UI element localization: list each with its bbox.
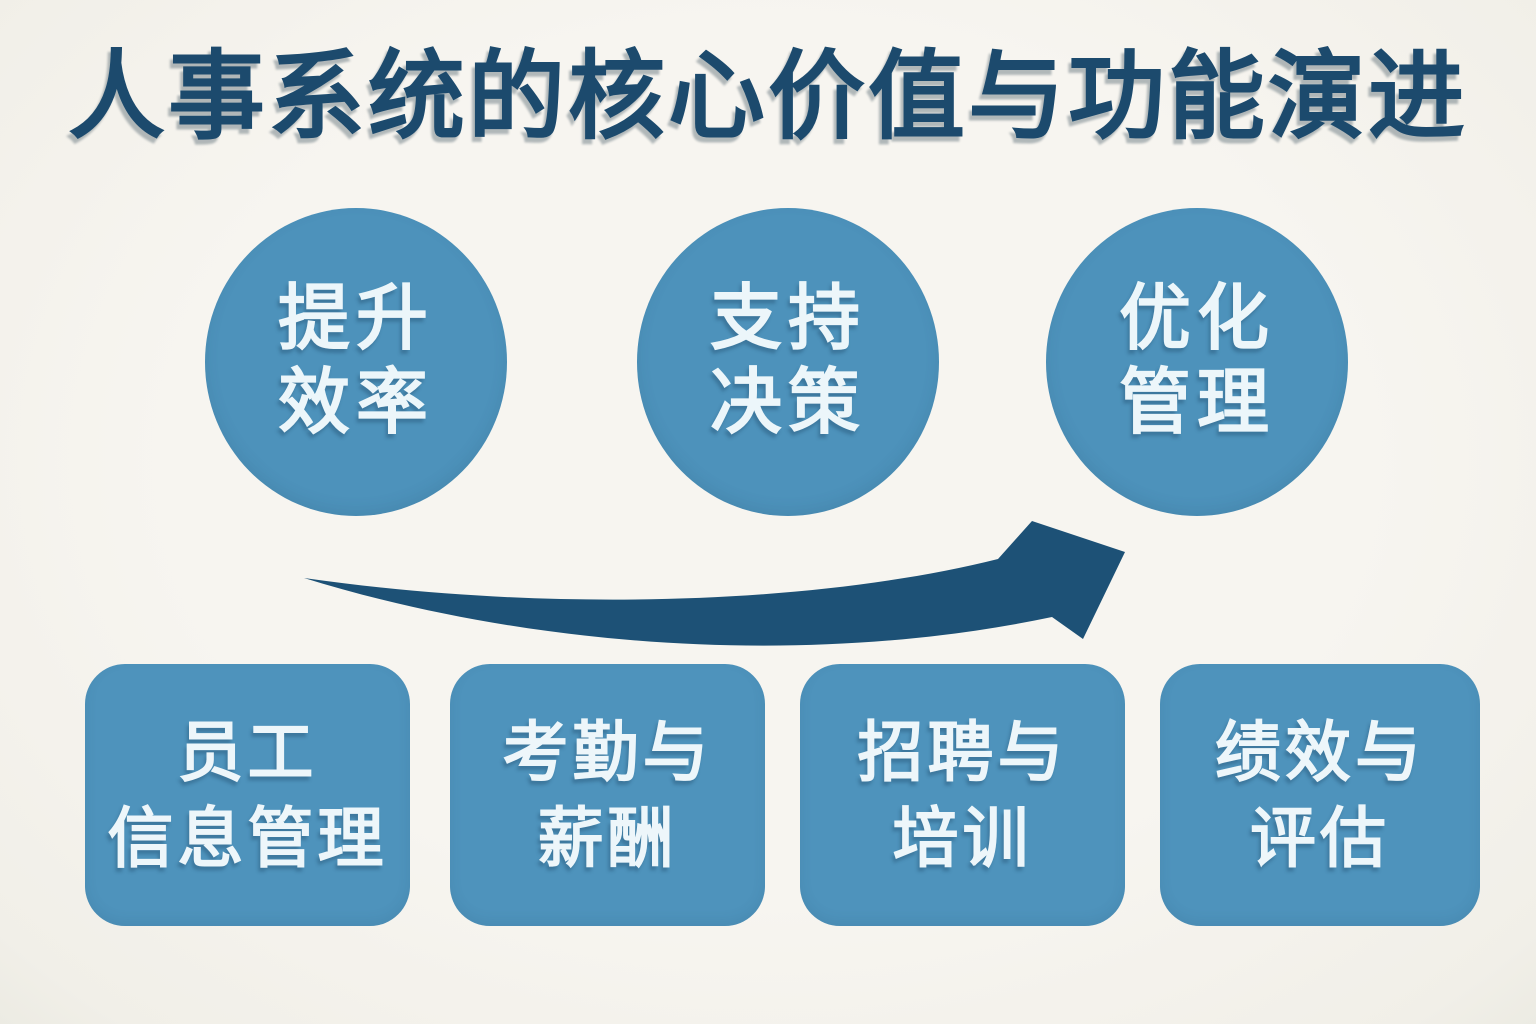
page-title: 人事系统的核心价值与功能演进	[68, 42, 1468, 151]
function-box-attendance-payroll: 考勤与 薪酬	[450, 664, 765, 926]
box-label-line2: 评估	[1250, 801, 1390, 875]
function-box-employee-info: 员工 信息管理	[85, 664, 410, 926]
circle-label-line2: 效率	[277, 363, 434, 443]
function-box-performance-eval: 绩效与 评估	[1160, 664, 1480, 926]
box-label-line2: 培训	[892, 801, 1033, 875]
box-label-line1: 绩效与	[1215, 715, 1425, 789]
function-box-recruit-training: 招聘与 培训	[800, 664, 1125, 926]
circle-label-line2: 决策	[709, 363, 866, 443]
box-label-line2: 信息管理	[107, 801, 388, 875]
box-label-line1: 招聘与	[857, 715, 1068, 789]
circle-label-line2: 管理	[1118, 363, 1275, 443]
value-circle-management: 优化 管理	[1046, 208, 1348, 516]
circle-label-line1: 支持	[709, 279, 866, 360]
circle-label-line1: 优化	[1118, 279, 1275, 360]
value-circle-decision: 支持 决策	[637, 208, 939, 516]
circle-label-line1: 提升	[277, 279, 434, 360]
box-label-line1: 员工	[177, 715, 318, 789]
box-label-line2: 薪酬	[537, 801, 678, 875]
value-circle-efficiency: 提升 效率	[205, 208, 507, 516]
box-label-line1: 考勤与	[502, 715, 713, 789]
